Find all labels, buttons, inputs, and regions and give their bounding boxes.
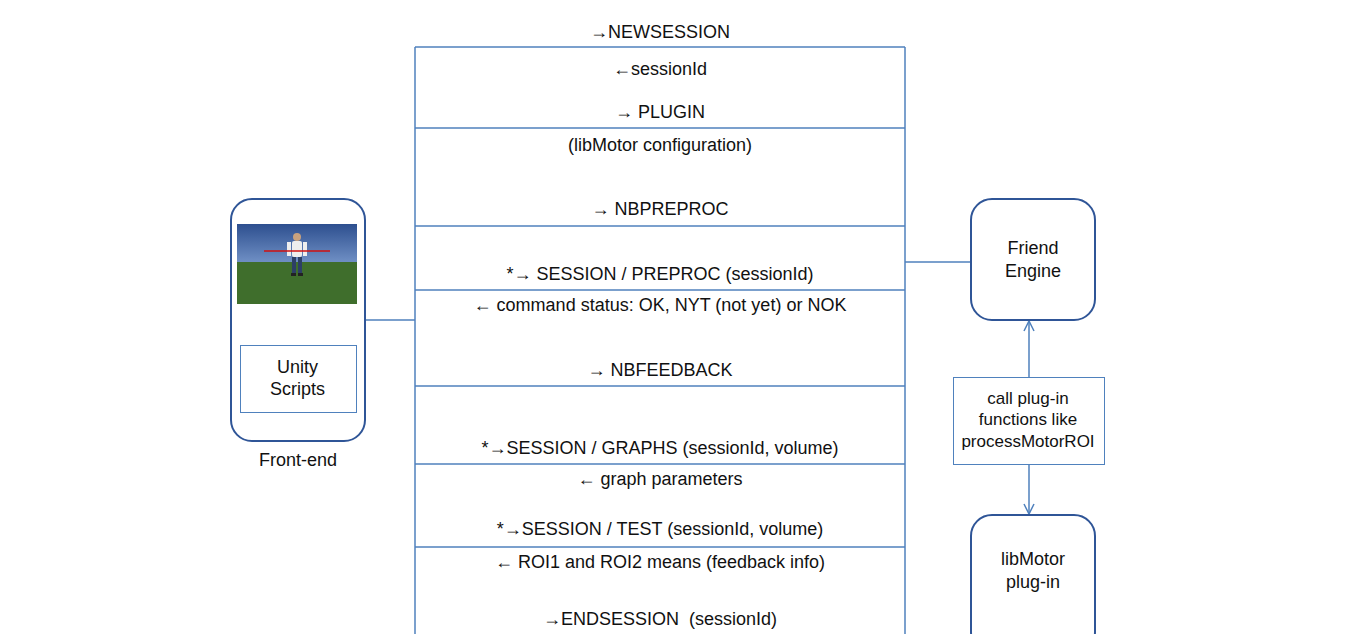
- ladder-right-rail: [904, 47, 906, 634]
- message-label: →ENDSESSION (sessionId): [540, 609, 780, 631]
- ladder-rung: [415, 46, 905, 48]
- frontend-link: [366, 319, 415, 321]
- node-text: call plug-in functions like processMotor…: [960, 388, 1096, 452]
- call-arrow: [1028, 321, 1030, 377]
- node-text: Unity Scripts: [247, 356, 348, 401]
- ladder-left-rail: [414, 47, 416, 634]
- message-label: *→SESSION / GRAPHS (sessionId, volume): [478, 438, 841, 460]
- avatar-figure: [287, 233, 307, 276]
- node-text: libMotor plug-in: [983, 548, 1083, 593]
- node-text: Friend Engine: [983, 237, 1083, 282]
- node-text: Front-end: [259, 449, 337, 472]
- message-label: *→ SESSION / PREPROC (sessionId): [503, 264, 816, 286]
- message-label: *→SESSION / TEST (sessionId, volume): [494, 519, 826, 541]
- scene-ground: [237, 262, 357, 304]
- libmotor-plugin-box: libMotor plug-in: [970, 514, 1096, 634]
- ladder-rung: [415, 546, 905, 548]
- ladder-rung: [415, 289, 905, 291]
- message-label: ← command status: OK, NYT (not yet) or N…: [471, 295, 850, 317]
- message-label: → NBPREPROC: [588, 199, 731, 221]
- engine-link: [905, 261, 970, 263]
- plugin-call-box: call plug-in functions like processMotor…: [953, 377, 1105, 465]
- unity-scene: [237, 224, 357, 304]
- message-label: (libMotor configuration): [565, 135, 755, 157]
- message-label: →NEWSESSION: [587, 22, 733, 44]
- friend-engine-box: Friend Engine: [970, 198, 1096, 321]
- ladder-rung: [415, 225, 905, 227]
- scene-sky: [237, 224, 357, 262]
- message-label: → NBFEEDBACK: [584, 360, 735, 382]
- ladder-rung: [415, 385, 905, 387]
- unity-scripts-box: Unity Scripts: [240, 345, 357, 413]
- message-label: ←sessionId: [610, 59, 710, 81]
- ladder-rung: [415, 463, 905, 465]
- frontend-box: Front-endUnity Scripts: [230, 198, 366, 442]
- message-label: ← ROI1 and ROI2 means (feedback info): [492, 552, 828, 574]
- message-label: → PLUGIN: [612, 102, 708, 124]
- ladder-lines: [366, 47, 970, 634]
- call-arrow: [1028, 465, 1030, 514]
- scene-status-line: [264, 250, 330, 252]
- message-label: ← graph parameters: [574, 469, 745, 491]
- ladder-rung: [415, 127, 905, 129]
